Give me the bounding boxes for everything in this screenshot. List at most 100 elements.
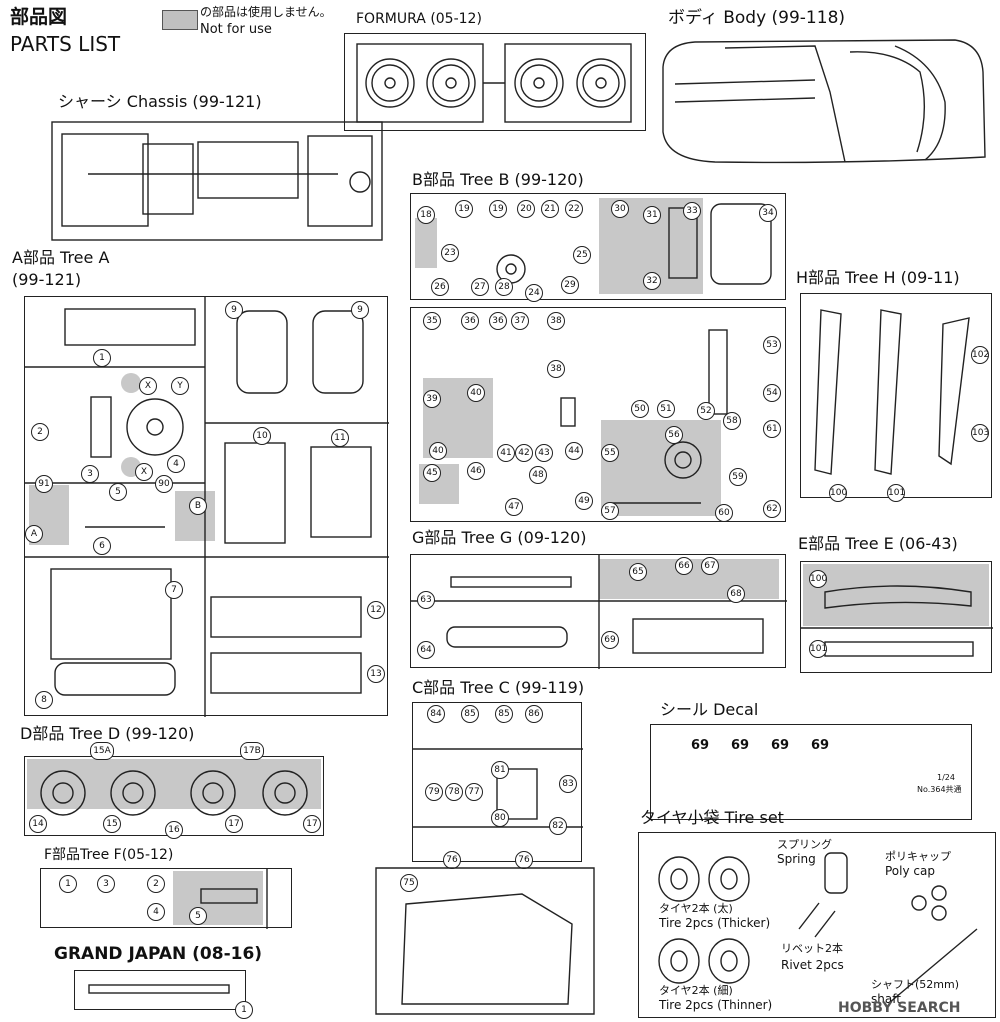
grand-japan-sprue: 1 [74, 970, 253, 1019]
part-52: 52 [697, 402, 715, 420]
part-39: 39 [423, 390, 441, 408]
section-tree-d: D部品 Tree D (99-120) [20, 724, 195, 743]
part-h103: 103 [971, 424, 989, 442]
part-f2: 2 [147, 875, 165, 893]
section-tree-a-code: (99-121) [12, 270, 82, 289]
part-c86: 86 [525, 705, 543, 723]
watermark: HOBBY SEARCH [838, 1000, 961, 1016]
part-36b: 36 [489, 312, 507, 330]
section-tree-h: H部品 Tree H (09-11) [796, 268, 960, 287]
part-58: 58 [723, 412, 741, 430]
shaft-label-jp: シャフト(52mm) [871, 978, 960, 991]
part-ab: B [189, 497, 207, 515]
part-g64: 64 [417, 641, 435, 659]
part-34: 34 [759, 204, 777, 222]
part-a9: 9 [225, 301, 243, 319]
part-60: 60 [715, 504, 733, 522]
part-32: 32 [643, 272, 661, 290]
title-en: PARTS LIST [10, 32, 121, 56]
tire-thick-label-jp: タイヤ2本 (太) [659, 902, 733, 915]
polycap-label-en: Poly cap [885, 864, 935, 878]
title-jp: 部品図 [10, 6, 68, 28]
part-f3: 3 [97, 875, 115, 893]
part-48: 48 [529, 466, 547, 484]
part-a5: 5 [109, 483, 127, 501]
part-g67: 67 [701, 557, 719, 575]
part-g68: 68 [727, 585, 745, 603]
part-c77: 77 [465, 783, 483, 801]
spring-label-en: Spring [777, 852, 816, 866]
rivet-label-jp: リベット2本 [781, 942, 843, 955]
part-a7: 7 [165, 581, 183, 599]
part-ax2: X [135, 463, 153, 481]
section-tree-b: B部品 Tree B (99-120) [412, 170, 584, 189]
part-h100: 100 [829, 484, 847, 502]
part-c82: 82 [549, 817, 567, 835]
shaft-label-en: shaft [871, 992, 901, 1006]
tire-thin-label-jp: タイヤ2本 (細) [659, 984, 733, 997]
decal-scale: 1/24 [937, 773, 955, 782]
tree-b-lower: 35 36 36 37 38 38 39 40 40 41 42 43 44 4… [410, 307, 786, 522]
tire-set-bag: スプリング Spring ポリキャップ Poly cap タイヤ2本 (太) T… [638, 832, 996, 1018]
part-35: 35 [423, 312, 441, 330]
section-tree-g: G部品 Tree G (09-120) [412, 528, 587, 547]
part-e101: 101 [809, 640, 827, 658]
rivet-label-en: Rivet 2pcs [781, 958, 844, 972]
part-20: 20 [517, 200, 535, 218]
part-a13: 13 [367, 665, 385, 683]
part-61: 61 [763, 420, 781, 438]
part-19: 19 [455, 200, 473, 218]
part-a91: 91 [35, 475, 53, 493]
decal-plate-3: 69 [771, 738, 790, 753]
tree-g-sprue: 63 64 65 66 67 68 69 [410, 554, 787, 669]
part-gj1: 1 [235, 1001, 253, 1019]
decal-plate-1: 69 [691, 738, 710, 753]
decal-number: No.364共通 [917, 785, 962, 794]
part-40b: 40 [429, 442, 447, 460]
part-27: 27 [471, 278, 489, 296]
part-38: 38 [547, 312, 565, 330]
part-19b: 19 [489, 200, 507, 218]
part-56: 56 [665, 426, 683, 444]
body-shell-drawing [662, 39, 986, 164]
part-54: 54 [763, 384, 781, 402]
part-d17b: 17 [303, 815, 321, 833]
part-c85b: 85 [495, 705, 513, 723]
tree-h-sprue: 100 101 102 103 [800, 293, 992, 502]
part-51: 51 [657, 400, 675, 418]
part-26: 26 [431, 278, 449, 296]
part-55: 55 [601, 444, 619, 462]
decal-sheet: 69 69 69 69 1/24 No.364共通 [650, 724, 972, 820]
part-c83: 83 [559, 775, 577, 793]
part-43: 43 [535, 444, 553, 462]
part-ax: X [139, 377, 157, 395]
section-tree-a: A部品 Tree A [12, 248, 110, 267]
part-c81: 81 [491, 761, 509, 779]
section-formura: FORMURA (05-12) [356, 11, 482, 27]
part-36: 36 [461, 312, 479, 330]
legend-text-en: Not for use [200, 22, 272, 37]
section-chassis: シャーシ Chassis (99-121) [58, 92, 262, 111]
part-a6: 6 [93, 537, 111, 555]
decal-plate-2: 69 [731, 738, 750, 753]
part-g65: 65 [629, 563, 647, 581]
part-a11: 11 [331, 429, 349, 447]
part-38b: 38 [547, 360, 565, 378]
part-53: 53 [763, 336, 781, 354]
part-h101: 101 [887, 484, 905, 502]
part-d14: 14 [29, 815, 47, 833]
chassis-drawing [51, 121, 383, 241]
section-body: ボディ Body (99-118) [668, 8, 846, 28]
part-g63: 63 [417, 591, 435, 609]
part-33: 33 [683, 202, 701, 220]
part-23: 23 [441, 244, 459, 262]
legend-text: の部品は使用しません。 [200, 5, 332, 19]
part-a8: 8 [35, 691, 53, 709]
tire-thick-label-en: Tire 2pcs (Thicker) [659, 916, 771, 930]
part-d15: 15 [103, 815, 121, 833]
part-31: 31 [643, 206, 661, 224]
part-62: 62 [763, 500, 781, 518]
part-h102: 102 [971, 346, 989, 364]
section-tire-set: タイヤ小袋 Tire set [640, 808, 784, 827]
